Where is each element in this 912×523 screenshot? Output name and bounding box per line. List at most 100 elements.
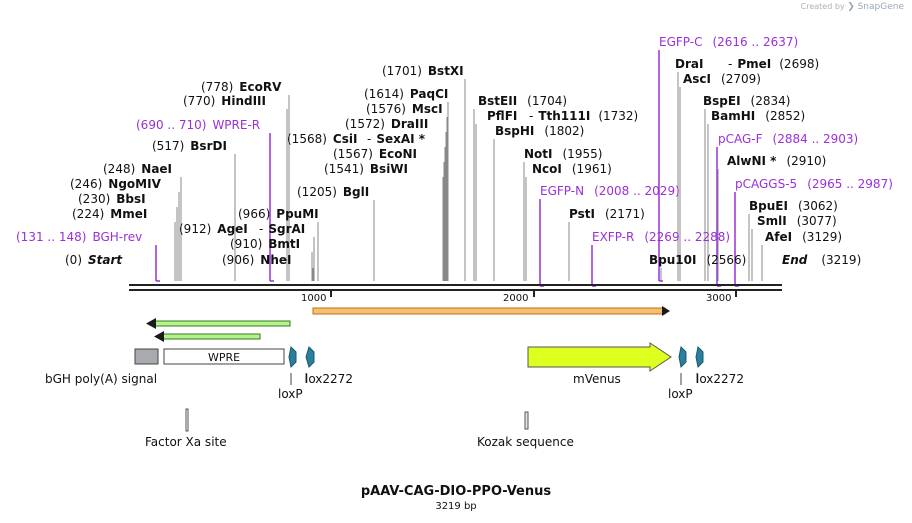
- site-pos: (1567): [333, 147, 373, 161]
- site-label-end: End(3219): [782, 253, 861, 267]
- site-pos: (2709): [721, 72, 761, 86]
- site-name: BmtI: [268, 237, 300, 251]
- site-name: EcoNI: [379, 147, 417, 161]
- site-label-naei: (248) NaeI: [103, 162, 172, 176]
- site-name: Tth111I: [538, 109, 590, 123]
- site-name: EGFP-N: [540, 184, 584, 198]
- site-dash: -: [367, 132, 371, 146]
- site-label-sgrai: -SgrAI: [259, 222, 305, 236]
- site-pos: (2965 .. 2987): [807, 177, 893, 191]
- green-arrow-2: [154, 331, 261, 342]
- site-label-agei: (912)AgeI: [179, 222, 248, 236]
- site-pos: (2269 .. 2288): [644, 230, 730, 244]
- site-pos: (248): [103, 162, 135, 176]
- site-label-bgli: (1205) BglI: [297, 185, 369, 199]
- site-label-bmti: (910) BmtI: [230, 237, 300, 251]
- lox2272-right-label: lox2272: [696, 372, 744, 386]
- site-pos: (230): [78, 192, 110, 206]
- site-label-start: (0)Start: [65, 253, 123, 267]
- site-name: BglI: [343, 185, 369, 199]
- site-label-smli: SmlI(3077): [757, 214, 837, 228]
- site-label-draiii: (1572) DraIII: [345, 117, 428, 131]
- site-name: PflFI: [487, 109, 517, 123]
- plasmid-name: pAAV-CAG-DIO-PPO-Venus: [360, 484, 552, 499]
- site-pos: (2566): [706, 253, 746, 267]
- site-name: Start: [88, 253, 123, 267]
- site-name: PpuMI: [276, 207, 318, 221]
- site-label-pmei: -PmeI(2698): [728, 57, 819, 71]
- kozak-label: Kozak sequence: [477, 435, 574, 449]
- site-name: Bpu10I: [649, 253, 696, 267]
- site-label-hindiii: (770)HindIII: [183, 94, 266, 108]
- site-label-psti: PstI(2171): [569, 207, 645, 221]
- factor-xa-label: Factor Xa site: [145, 435, 227, 449]
- site-name: BsrDI: [190, 139, 227, 153]
- site-label-bsrdi: (517)BsrDI: [152, 139, 227, 153]
- site-label-bamhi: BamHI(2852): [711, 109, 805, 123]
- kozak-marker: [524, 411, 529, 430]
- wpre-label: WPRE: [208, 351, 240, 364]
- site-label-alwni: AlwNI *(2910): [727, 154, 826, 168]
- site-label-bsteii: BstEII(1704): [478, 94, 567, 108]
- site-name: CsiI: [333, 132, 358, 146]
- site-pos: (131 .. 148): [16, 230, 86, 244]
- credit-brand: SnapGene: [857, 2, 904, 12]
- loxp-left-label: loxP: [278, 387, 303, 401]
- site-name: SgrAI: [268, 222, 305, 236]
- site-name: NcoI: [532, 162, 562, 176]
- site-label-sexai: -SexAI *: [367, 132, 426, 146]
- site-label-pcag-f: pCAG-F(2884 .. 2903): [718, 132, 858, 146]
- site-label-ncoi: NcoI(1961): [532, 162, 612, 176]
- site-pos: (1205): [297, 185, 337, 199]
- site-name: BpuEI: [749, 199, 788, 213]
- site-name: PstI: [569, 207, 595, 221]
- site-label-bgh-rev: (131 .. 148) BGH-rev: [16, 230, 142, 244]
- site-label-exfp-r: EXFP-R (2269 .. 2288): [592, 230, 730, 244]
- site-name: BstXI: [428, 64, 464, 78]
- site-pos: (3077): [797, 214, 837, 228]
- site-pos: (1614): [364, 87, 404, 101]
- site-label-paqci: (1614)PaqCI: [364, 87, 448, 101]
- site-dash: -: [728, 57, 732, 71]
- site-label-egfp-c: EGFP-C(2616 .. 2637): [659, 35, 798, 49]
- site-pos: (1572): [345, 117, 385, 131]
- site-name: HindIII: [221, 94, 266, 108]
- site-name: DraI: [675, 57, 703, 71]
- site-name: EcoRV: [239, 80, 282, 94]
- credit-prefix: Created by: [800, 2, 845, 11]
- site-pos: (2616 .. 2637): [712, 35, 798, 49]
- site-name: DraIII: [391, 117, 428, 131]
- site-pos: (2852): [765, 109, 805, 123]
- site-label-wpre-r: (690 .. 710)WPRE-R: [136, 118, 260, 132]
- lox2272-left-label: lox2272: [305, 372, 353, 386]
- ruler: 1000 2000 3000: [301, 291, 737, 304]
- site-pos: (3219): [821, 253, 861, 267]
- site-name: EXFP-R: [592, 230, 634, 244]
- mvenus-label: mVenus: [573, 372, 621, 386]
- site-pos: (910): [230, 237, 262, 251]
- site-name: SexAI *: [376, 132, 425, 146]
- green-arrow-1: [146, 318, 291, 329]
- site-dash: -: [529, 109, 533, 123]
- site-label-pflfi: PflFI: [487, 109, 517, 123]
- site-pos: (966): [238, 207, 270, 221]
- site-pos: (1541): [324, 162, 364, 176]
- site-name: WPRE-R: [212, 118, 260, 132]
- site-label-csii: (1568)CsiI: [287, 132, 357, 146]
- site-label-bpuei: BpuEI(3062): [749, 199, 838, 213]
- site-label-pcaggs-5: pCAGGS-5(2965 .. 2987): [735, 177, 893, 191]
- site-label-afei: AfeI(3129): [765, 230, 842, 244]
- site-name: NgoMIV: [108, 177, 161, 191]
- loxp-right-label: loxP: [668, 387, 693, 401]
- site-label-bpu10i: Bpu10I (2566): [649, 253, 746, 267]
- snapgene-credit: Created by ❯ SnapGene: [801, 2, 904, 12]
- site-name: NotI: [524, 147, 553, 161]
- site-pos: (2834): [751, 94, 791, 108]
- site-name: NaeI: [141, 162, 172, 176]
- site-pos: (3129): [802, 230, 842, 244]
- site-label-drai: DraI: [675, 57, 703, 71]
- dna-backbone-bottom: [129, 289, 782, 291]
- site-label-noti: NotI(1955): [524, 147, 602, 161]
- site-name: BsiWI: [370, 162, 408, 176]
- site-name: BGH-rev: [92, 230, 142, 244]
